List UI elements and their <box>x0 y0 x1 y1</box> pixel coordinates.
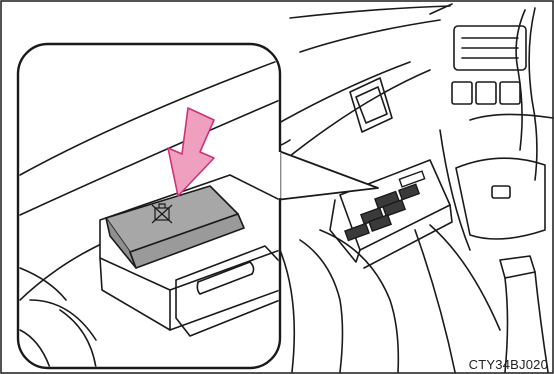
figure-code: CTY34BJ020 <box>469 357 548 372</box>
